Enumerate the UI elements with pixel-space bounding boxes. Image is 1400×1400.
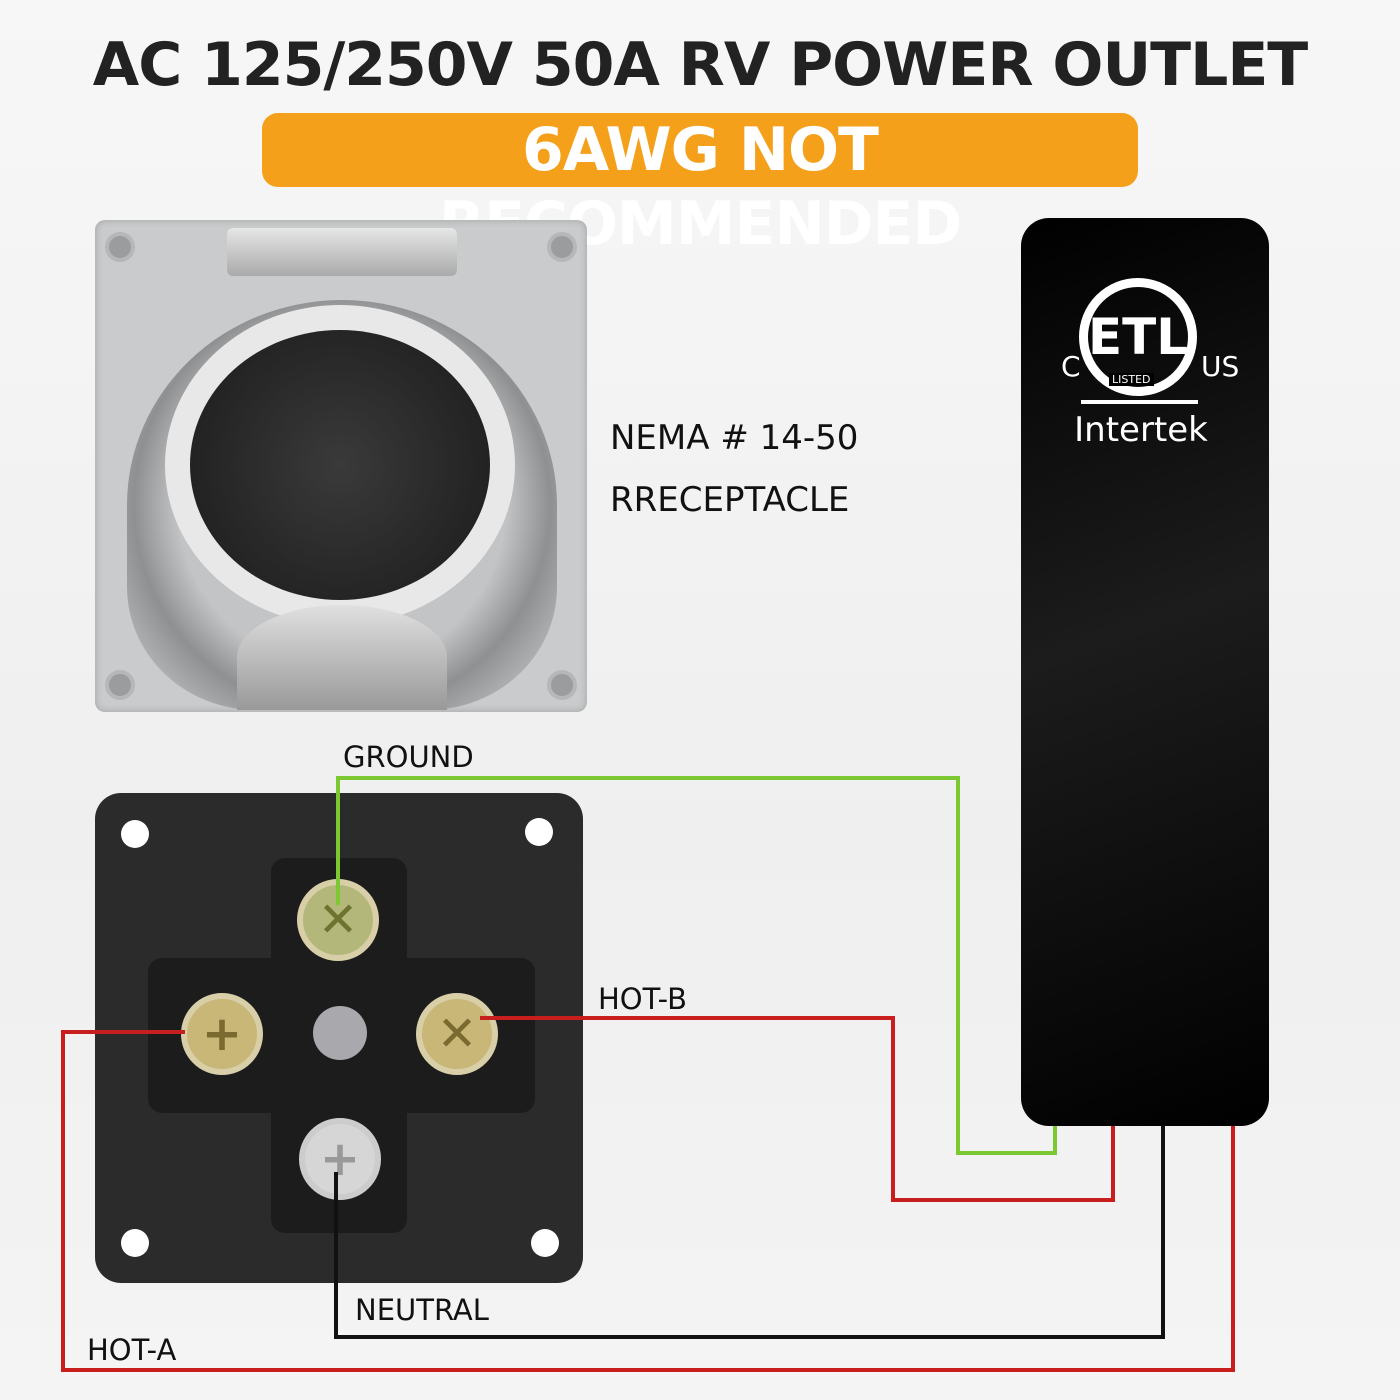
canada-mark: C: [1061, 350, 1081, 383]
mount-hole: [531, 1229, 559, 1257]
hot-a-wire: [61, 1030, 1235, 1372]
nema-label: NEMA # 14-50: [610, 418, 859, 458]
neutral-screw: +: [299, 1118, 381, 1200]
certification-panel: ETL LISTED C US Intertek: [1021, 218, 1269, 1126]
product-title: AC 125/250V 50A RV POWER OUTLET: [92, 30, 1308, 100]
hot-a-screw: +: [181, 993, 263, 1075]
listed-text: LISTED: [1109, 373, 1154, 386]
intertek-label: Intertek: [1074, 410, 1208, 450]
mount-hole: [105, 670, 135, 700]
neutral-wire: [334, 1126, 1165, 1339]
cover-hinge: [227, 228, 457, 276]
mount-hole: [547, 670, 577, 700]
ground-wire: [336, 776, 1057, 1155]
receptacle-label: RRECEPTACLE: [610, 480, 850, 520]
etl-mark: ETL: [1087, 308, 1189, 366]
hot-a-label: HOT-A: [87, 1333, 177, 1367]
etl-logo: ETL: [1079, 278, 1197, 396]
hot-b-screw: ✕: [416, 993, 498, 1075]
receptacle-front-image: [95, 220, 587, 712]
center-pin: [313, 1006, 367, 1060]
mount-hole: [121, 820, 149, 848]
us-mark: US: [1201, 350, 1240, 383]
mount-hole: [121, 1229, 149, 1257]
mount-hole: [105, 232, 135, 262]
receptacle-face: [190, 330, 490, 600]
cover-latch: [237, 605, 447, 710]
divider: [1081, 400, 1198, 404]
mount-hole: [547, 232, 577, 262]
mount-hole: [525, 818, 553, 846]
neutral-label: NEUTRAL: [355, 1293, 489, 1327]
hot-b-wire: [480, 1016, 1115, 1202]
hot-b-label: HOT-B: [598, 982, 688, 1016]
ground-label: GROUND: [343, 740, 474, 774]
